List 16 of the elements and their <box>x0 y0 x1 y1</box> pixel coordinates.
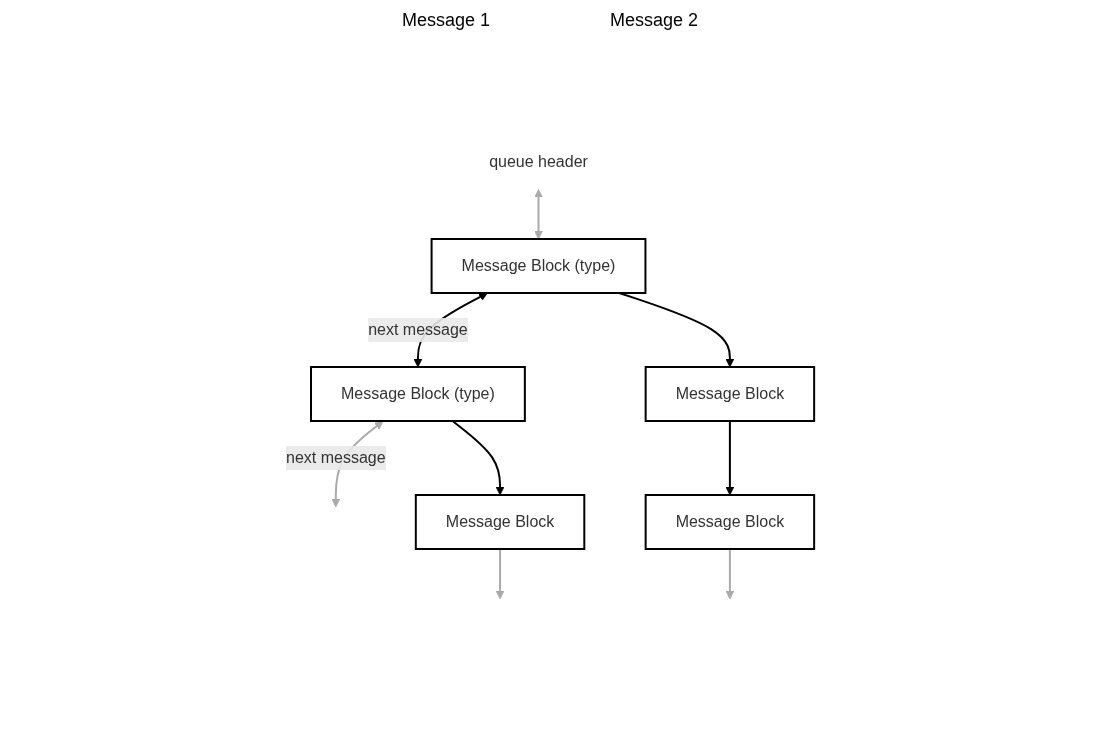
arrow <box>618 291 735 367</box>
node-text: queue header <box>489 152 588 170</box>
arrow <box>534 188 543 239</box>
column-heading: Message 2 <box>610 10 699 31</box>
node-box: Message Block <box>414 493 586 550</box>
arrow <box>495 547 505 599</box>
edge-label: next message <box>368 320 468 338</box>
node-box: Message Block <box>644 493 816 550</box>
node-box: Message Block <box>644 365 816 422</box>
edge-label: next message <box>285 448 386 466</box>
node-box: Message Block (type) <box>309 365 526 422</box>
arrow <box>725 547 735 599</box>
arrow <box>725 419 735 495</box>
node-box: Message Block (type) <box>430 237 647 294</box>
arrow <box>451 419 505 495</box>
column-heading: Message 1 <box>401 10 490 31</box>
